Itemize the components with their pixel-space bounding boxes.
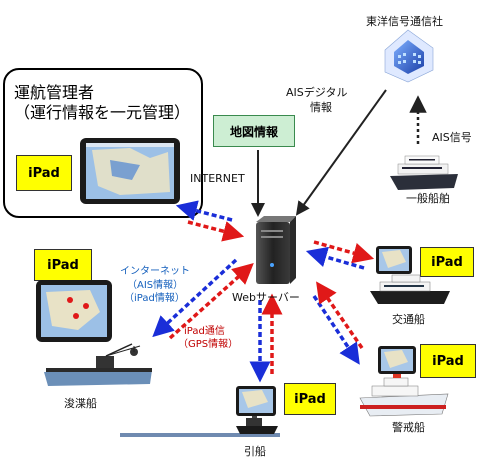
- company-name: 東洋信号通信社: [366, 15, 443, 28]
- patrol-ship-label: 警戒船: [392, 421, 425, 434]
- gps-info-label: （GPS情報）: [178, 339, 239, 350]
- dredger-ship-icon: [44, 343, 152, 386]
- ipad-comm-label: iPad通信: [184, 326, 225, 337]
- tug-ship-label: 引船: [244, 445, 266, 458]
- patrol-to-server-arrow: [316, 281, 364, 349]
- manager-title-line1: 運航管理者: [14, 83, 95, 102]
- map-info-box: 地図情報: [213, 115, 295, 147]
- internet-kana-label: インターネット: [120, 266, 190, 277]
- server-to-traffic-arrow: [313, 240, 375, 264]
- server-to-dredger-arrow: [152, 258, 238, 338]
- ais-digital-label-line2: 情報: [310, 101, 332, 114]
- manager-ipad-label: iPad: [16, 155, 72, 191]
- tug-ipad-label: iPad: [284, 383, 336, 415]
- patrol-ipad-label: iPad: [420, 344, 476, 378]
- internet-label: INTERNET: [190, 172, 245, 185]
- company-to-server-arrow: [295, 89, 387, 216]
- manager-ipad-icon: [80, 138, 180, 204]
- manager-title-line2: （運行情報を一元管理）: [14, 103, 191, 122]
- dredger-to-server-arrow: [168, 262, 254, 340]
- traffic-ipad-label: iPad: [420, 247, 474, 277]
- server-to-manager-arrow: [175, 200, 233, 222]
- server-to-patrol-arrow: [312, 295, 360, 365]
- ais-digital-label-line1: AISデジタル: [286, 86, 348, 99]
- ais-info-label: （AIS情報）: [127, 280, 184, 291]
- general-ship-icon: [390, 155, 458, 190]
- ipad-info-label: （iPad情報）: [124, 293, 185, 304]
- web-server-icon: [256, 216, 296, 284]
- dredger-ipad-label: iPad: [34, 249, 92, 281]
- traffic-to-server-arrow: [305, 246, 365, 270]
- manager-to-server-arrow: [187, 220, 245, 242]
- company-building-icon: [384, 29, 434, 83]
- general-ship-label: 一般船舶: [406, 192, 450, 205]
- web-server-label: Webサーバー: [232, 291, 300, 304]
- dredger-ipad-icon: [36, 280, 112, 342]
- ais-signal-label: AIS信号: [432, 131, 472, 144]
- operations-manager-title: 運航管理者 （運行情報を一元管理）: [14, 83, 190, 123]
- traffic-ipad-icon: [376, 246, 412, 274]
- traffic-ship-label: 交通船: [392, 313, 425, 326]
- tug-ipad-icon: [236, 386, 276, 416]
- traffic-ship-icon: [370, 274, 450, 304]
- patrol-ipad-icon: [378, 346, 416, 374]
- dredger-ship-label: 浚渫船: [64, 397, 97, 410]
- patrol-ship-icon: [359, 372, 449, 417]
